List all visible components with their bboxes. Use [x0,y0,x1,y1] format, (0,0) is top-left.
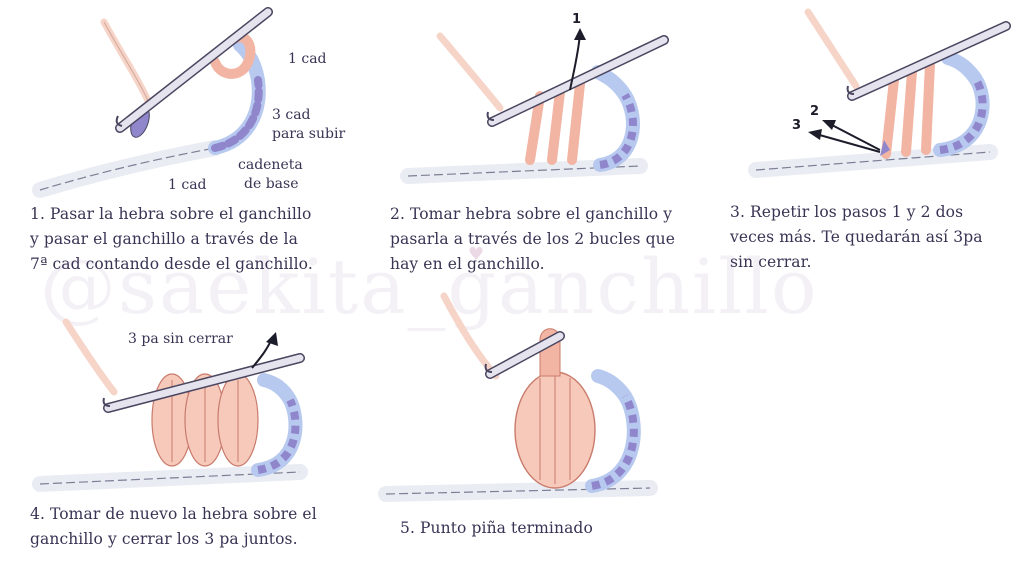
caption-line: sin cerrar. [730,253,812,271]
caption-line: 5. Punto piña terminado [400,519,593,537]
label-para-subir: para subir [272,126,346,142]
arrow-up-icon [569,28,586,91]
label-3-cad: 3 cad para subir [272,106,345,144]
step-5-illustration [378,292,658,502]
step-5-caption: 5. Punto piña terminado [400,516,593,541]
step-1-illustration [32,7,273,198]
label-1-cad-bottom: 1 cad [168,177,207,193]
caption-line: hay en el ganchillo. [390,255,545,273]
label-3-cad-line1: 3 cad [272,107,311,123]
crochet-hook-icon [484,331,565,379]
caption-line: 7ª cad contando desde el ganchillo. [30,255,313,273]
step-4-illustration [32,318,308,492]
crochet-hook-icon [115,7,273,133]
caption-line: pasarla a través de los 2 bucles que [390,230,676,248]
arrow-label-2: 2 [810,104,820,119]
step-3-base-chain [748,144,998,178]
arrow-label-1: 1 [572,12,582,27]
caption-line: ganchillo y cerrar los 3 pa juntos. [30,530,298,548]
step-4-caption: 4. Tomar de nuevo la hebra sobre el ganc… [30,502,317,552]
label-3-pa-sin-cerrar: 3 pa sin cerrar [128,331,233,347]
heart-icon: ♥ [468,244,485,265]
arrow-up-icon [251,332,278,369]
caption-line: 1. Pasar la hebra sobre el ganchillo [30,205,312,223]
step-3-illustration [748,8,1011,178]
step-1-base-chain [32,140,223,198]
arrow-left-icon [808,120,881,153]
crochet-hook-icon [846,21,1011,101]
label-de-base: de base [244,176,299,192]
caption-line: veces más. Te quedarán así 3pa [730,228,983,246]
label-1-cad-top: 1 cad [288,51,327,67]
crochet-hook-icon [486,35,669,127]
crochet-hook-icon [102,353,305,413]
caption-line: 3. Repetir los pasos 1 y 2 dos [730,203,964,221]
label-cadeneta: cadeneta [238,157,303,173]
caption-line: 2. Tomar hebra sobre el ganchillo y [390,205,673,223]
step-2-caption: 2. Tomar hebra sobre el ganchillo y pasa… [390,202,675,277]
step-2-illustration [400,28,669,184]
arrow-label-3: 3 [792,118,802,133]
step-1-caption: 1. Pasar la hebra sobre el ganchillo y p… [30,202,313,277]
caption-line: 4. Tomar de nuevo la hebra sobre el [30,505,317,523]
step-5-base-chain [378,480,658,502]
step-3-caption: 3. Repetir los pasos 1 y 2 dos veces más… [730,200,983,275]
label-cadeneta-de-base: cadeneta de base [238,156,303,194]
caption-line: y pasar el ganchillo a través de la [30,230,298,248]
